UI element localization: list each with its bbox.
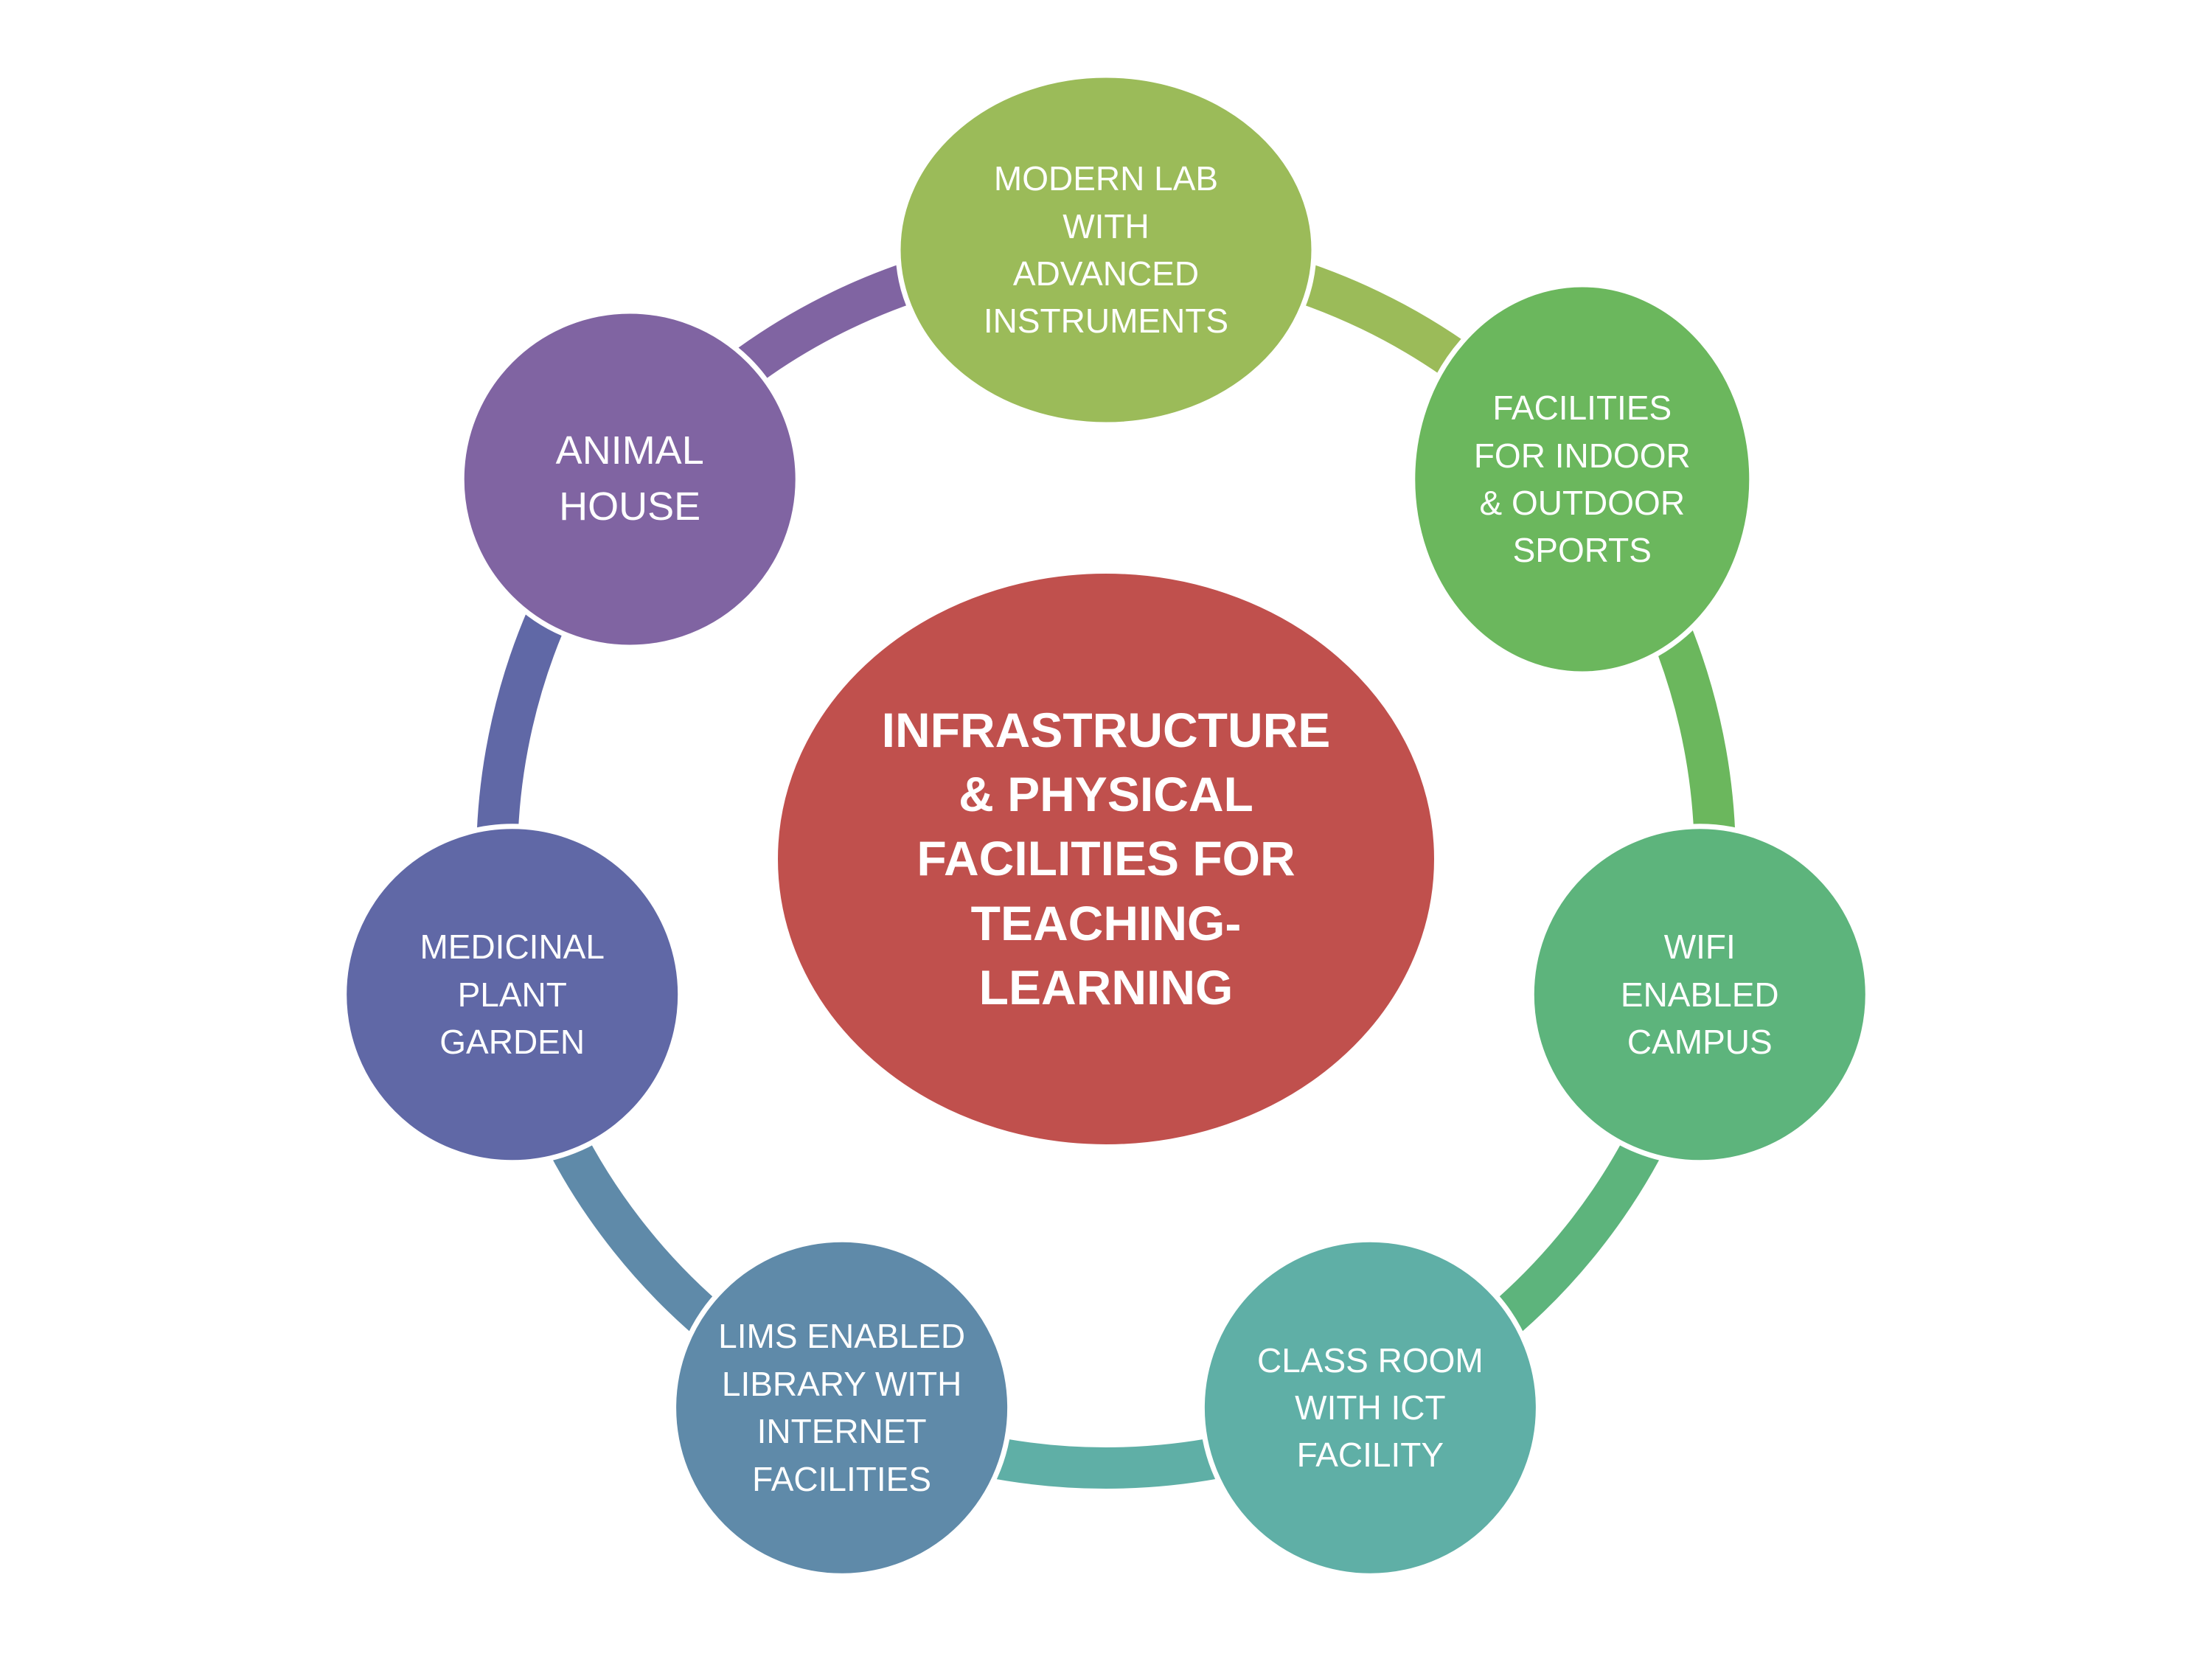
center-ellipse xyxy=(773,569,1439,1149)
node-library xyxy=(671,1237,1013,1579)
node-sports xyxy=(1410,282,1755,677)
node-classroom xyxy=(1199,1237,1541,1579)
node-garden xyxy=(341,824,684,1166)
node-modern-lab xyxy=(895,72,1317,428)
node-layer xyxy=(341,72,1871,1579)
node-wifi xyxy=(1528,824,1871,1166)
node-animal-house xyxy=(459,308,801,650)
